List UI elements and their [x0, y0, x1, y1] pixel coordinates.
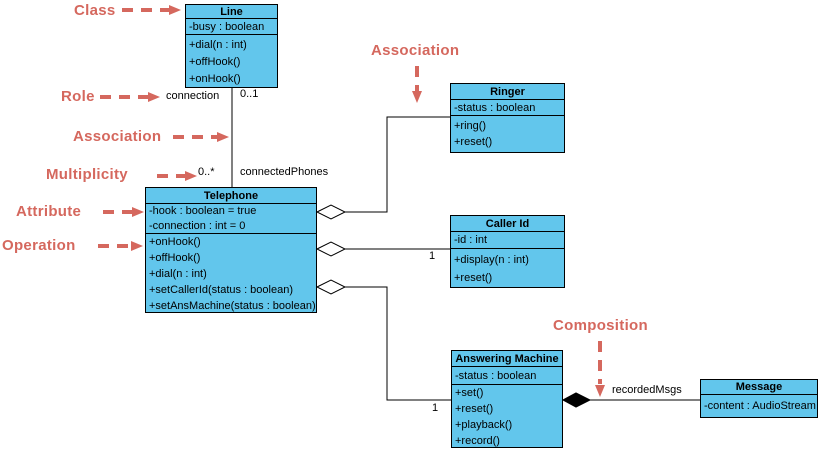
- annotation-role[interactable]: Role: [61, 88, 95, 105]
- annotation-association-left[interactable]: Association: [73, 128, 162, 145]
- member-row: -status : boolean: [455, 370, 537, 382]
- aggregation-telephone-ringer-connector[interactable]: [345, 116, 450, 213]
- class-telephone-operations: +onHook() +offHook() +dial(n : int) +setCal…: [146, 234, 316, 314]
- aggregation-diamond-callerid: [315, 241, 347, 257]
- class-ringer-operations: +ring() +reset(): [451, 116, 564, 150]
- multiplicity-label-answering-1[interactable]: 1: [432, 402, 439, 414]
- multiplicity-annotation-arrowhead: [185, 171, 197, 181]
- class-telephone-title: Telephone: [146, 188, 316, 204]
- class-message-title: Message: [701, 380, 817, 395]
- class-caller-id-operations: +display(n : int) +reset(): [451, 249, 564, 287]
- class-answering-machine[interactable]: Answering Machine -status : boolean +set…: [451, 350, 563, 448]
- role-annotation-arrowhead: [148, 92, 160, 102]
- member-row: +display(n : int): [454, 254, 529, 266]
- annotation-multiplicity[interactable]: Multiplicity: [46, 166, 128, 183]
- class-caller-id-title: Caller Id: [451, 216, 564, 232]
- class-answering-machine-title: Answering Machine: [452, 351, 562, 367]
- class-line[interactable]: Line -busy : boolean +dial(n : int) +offH…: [185, 4, 278, 88]
- multiplicity-label-callerid-1[interactable]: 1: [429, 250, 436, 262]
- member-row: -content : AudioStream: [704, 400, 816, 412]
- class-caller-id-attributes: -id : int: [451, 232, 564, 249]
- member-row: -busy : boolean: [189, 21, 265, 33]
- annotation-composition[interactable]: Composition: [553, 317, 648, 334]
- aggregation-telephone-answering-connector[interactable]: [345, 286, 451, 401]
- aggregation-diamond-answering: [315, 279, 347, 295]
- member-row: +ring(): [454, 120, 487, 132]
- attribute-annotation-arrowhead: [132, 207, 144, 217]
- class-answering-machine-operations: +set() +reset() +playback() +record(): [452, 385, 562, 449]
- aggregation-diamond-ringer: [315, 204, 347, 220]
- operation-annotation-arrowhead: [131, 241, 143, 251]
- class-message-attributes: -content : AudioStream: [701, 395, 817, 418]
- member-row: -connection : int = 0: [149, 220, 246, 232]
- annotation-association-top[interactable]: Association: [371, 42, 460, 59]
- annotation-operation[interactable]: Operation: [2, 237, 76, 254]
- member-row: +reset(): [455, 403, 494, 415]
- class-line-operations: +dial(n : int) +offHook() +onHook(): [186, 35, 277, 88]
- class-line-attributes: -busy : boolean: [186, 19, 277, 35]
- role-label-connected-phones[interactable]: connectedPhones: [240, 166, 329, 178]
- class-ringer-title: Ringer: [451, 84, 564, 100]
- role-label-recorded-msgs[interactable]: recordedMsgs: [612, 384, 682, 396]
- member-row: +onHook(): [189, 73, 241, 85]
- composition-diamond: [561, 392, 592, 408]
- association-left-annotation-arrowhead: [217, 132, 229, 142]
- class-annotation-arrowhead: [169, 5, 181, 15]
- member-row: +offHook(): [189, 56, 241, 68]
- member-row: +dial(n : int): [149, 268, 207, 280]
- class-ringer[interactable]: Ringer -status : boolean +ring() +reset(): [450, 83, 565, 153]
- class-caller-id[interactable]: Caller Id -id : int +display(n : int) +re…: [450, 215, 565, 288]
- annotation-attribute[interactable]: Attribute: [16, 203, 82, 220]
- member-row: +record(): [455, 435, 500, 447]
- class-telephone-attributes: -hook : boolean = true -connection : int …: [146, 204, 316, 234]
- class-answering-machine-attributes: -status : boolean: [452, 367, 562, 385]
- member-row: +dial(n : int): [189, 39, 247, 51]
- multiplicity-label-0-1[interactable]: 0..1: [240, 88, 259, 100]
- role-label-connection[interactable]: connection: [166, 90, 220, 102]
- member-row: +reset(): [454, 272, 493, 284]
- member-row: +reset(): [454, 136, 493, 148]
- association-top-annotation-arrowhead: [412, 91, 422, 103]
- class-message[interactable]: Message -content : AudioStream: [700, 379, 818, 418]
- annotation-class[interactable]: Class: [74, 2, 116, 19]
- member-row: +setCallerId(status : boolean): [149, 284, 293, 296]
- member-row: +offHook(): [149, 252, 201, 264]
- member-row: -hook : boolean = true: [149, 205, 257, 217]
- class-telephone[interactable]: Telephone -hook : boolean = true -connect…: [145, 187, 317, 313]
- member-row: +set(): [455, 387, 484, 399]
- multiplicity-label-0-star[interactable]: 0..*: [198, 166, 215, 178]
- class-ringer-attributes: -status : boolean: [451, 100, 564, 116]
- member-row: +onHook(): [149, 236, 201, 248]
- composition-annotation-arrowhead: [595, 385, 605, 397]
- member-row: +setAnsMachine(status : boolean): [149, 300, 316, 312]
- member-row: -status : boolean: [454, 102, 536, 114]
- class-line-title: Line: [186, 5, 277, 19]
- member-row: +playback(): [455, 419, 513, 431]
- member-row: -id : int: [454, 234, 488, 246]
